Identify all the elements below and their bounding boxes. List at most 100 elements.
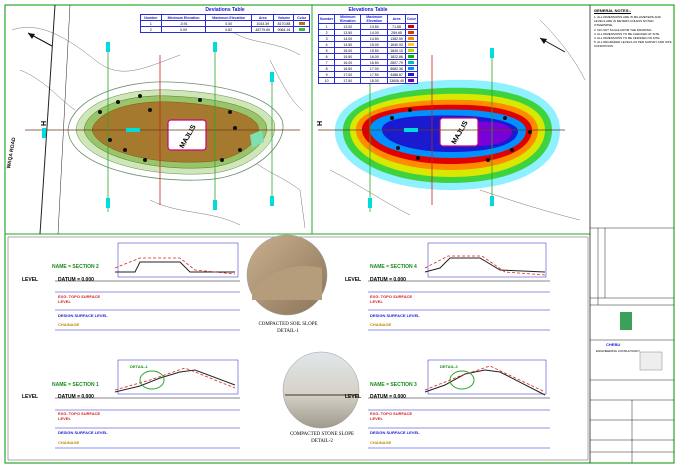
col-header: Color bbox=[404, 14, 419, 24]
row-label: CHAINAGE bbox=[58, 322, 80, 327]
detail-ref: DETAIL-2 bbox=[311, 439, 333, 444]
cell: 48779.69 bbox=[250, 26, 275, 33]
road-edge bbox=[39, 4, 56, 235]
row-label: DESIGN SURFACE LEVEL bbox=[58, 430, 108, 435]
detail-caption: COMPACTED STONE SLOPE bbox=[289, 432, 355, 437]
row-label: DESIGN SURFACE LEVEL bbox=[58, 313, 108, 318]
existing-profile bbox=[424, 255, 546, 276]
mark-h: H bbox=[41, 120, 49, 127]
datum-label: DATUM = 0.000 bbox=[370, 394, 406, 400]
existing-profile bbox=[114, 257, 236, 275]
terrain-line bbox=[149, 199, 241, 226]
design-profile bbox=[424, 369, 546, 396]
majlis-building bbox=[167, 119, 207, 151]
row-label: EXG. TOPO SURFACE LEVEL bbox=[58, 411, 101, 421]
section-cap bbox=[213, 200, 217, 210]
detail-ref: DETAIL-1 bbox=[130, 364, 148, 369]
tree-symbols bbox=[98, 94, 242, 162]
cell: 0.00 bbox=[160, 26, 207, 33]
north-arrow-head-icon bbox=[28, 33, 35, 39]
section-name: NAME = SECTION 1 bbox=[52, 382, 99, 388]
notes-list: 1. ALL DIMENSIONS ARE IN MILLIMETERS AND… bbox=[594, 15, 672, 49]
row-label: CHAINAGE bbox=[370, 322, 392, 327]
note-item: 2. DO NOT SCALE FROM THE DRAWING. bbox=[594, 27, 653, 32]
detail-callout bbox=[449, 370, 475, 390]
col-header: Number bbox=[317, 14, 336, 24]
deviations-table: Number Minimum Elevation Maximum Elevati… bbox=[140, 14, 310, 33]
datum-label: DATUM = 0.000 bbox=[58, 394, 94, 400]
section-cap bbox=[270, 72, 274, 82]
datum-label: DATUM = 0.000 bbox=[58, 277, 94, 283]
cell: 10 bbox=[317, 77, 336, 84]
row-label: DESIGN SURFACE LEVEL bbox=[370, 430, 420, 435]
note-item: 1. ALL DIMENSIONS ARE IN MILLIMETERS AND… bbox=[594, 15, 661, 28]
col-header: Maximum Elevation bbox=[360, 14, 389, 24]
company-logo-secondary bbox=[639, 351, 663, 371]
terrain-line bbox=[539, 19, 586, 81]
row-label: EXG. TOPO SURFACE LEVEL bbox=[58, 294, 101, 304]
cell: 13606.49 bbox=[387, 77, 406, 84]
color-swatch bbox=[404, 77, 419, 84]
section-cap bbox=[490, 48, 494, 58]
note-item: 3. ALL DIMENSIONS TO BE CHECKED AT SITE. bbox=[594, 31, 661, 36]
road-edge bbox=[57, 4, 71, 235]
section-cap bbox=[106, 198, 110, 208]
section-3-profile bbox=[368, 359, 550, 449]
design-profile bbox=[115, 261, 235, 273]
section-cap bbox=[404, 128, 418, 132]
terrain-line bbox=[19, 69, 76, 111]
profile-frame bbox=[427, 242, 547, 278]
right-plan: MAJLIS bbox=[318, 19, 586, 221]
cell: 2 bbox=[140, 26, 162, 33]
cell: 9064.16 bbox=[273, 26, 295, 33]
detail-ref: DETAIL-2 bbox=[440, 364, 458, 369]
majlis-building bbox=[439, 117, 479, 147]
detail-caption: COMPACTED SOIL SLOPE bbox=[258, 322, 318, 327]
detail-ref: DETAIL-1 bbox=[277, 329, 299, 334]
section-name: NAME = SECTION 2 bbox=[52, 264, 99, 270]
terrain-line bbox=[269, 59, 303, 111]
section-4-profile bbox=[368, 242, 550, 331]
detail-callout bbox=[139, 370, 165, 390]
existing-profile bbox=[114, 367, 236, 391]
level-label: LEVEL bbox=[345, 394, 362, 400]
profile-frame bbox=[427, 359, 547, 395]
stone-slope-photo bbox=[282, 351, 360, 429]
section-1-profile bbox=[55, 359, 240, 449]
col-header: Area bbox=[387, 14, 406, 24]
company-logo bbox=[620, 312, 632, 330]
row-label: CHAINAGE bbox=[370, 440, 392, 445]
terrain-line bbox=[11, 27, 181, 72]
section-2-profile bbox=[55, 242, 240, 331]
company-name: CHEBU bbox=[606, 342, 621, 347]
table-row: 2 0.00 0.82 48779.69 9064.16 bbox=[140, 26, 310, 33]
datum-label: DATUM = 0.000 bbox=[370, 277, 406, 283]
section-cap bbox=[368, 198, 372, 208]
profile-frame bbox=[117, 242, 239, 278]
mark-h: H bbox=[317, 120, 325, 127]
row-label: DESIGN SURFACE LEVEL bbox=[370, 313, 420, 318]
color-swatch bbox=[293, 26, 310, 33]
cell: 18.00 bbox=[360, 77, 389, 84]
level-label: LEVEL bbox=[22, 277, 39, 283]
company-subtitle: ENGINEERING CONSULTANCY bbox=[596, 349, 641, 353]
section-cap bbox=[126, 128, 140, 132]
section-name: NAME = SECTION 4 bbox=[370, 264, 417, 270]
cell: 17.50 bbox=[334, 77, 362, 84]
profile-frame bbox=[117, 359, 239, 395]
tree-symbols bbox=[390, 108, 532, 162]
cell: 0.82 bbox=[205, 26, 252, 33]
left-plan: MAJLIS bbox=[11, 4, 306, 235]
note-item: 5. ALL REGRADED LEVELS AS PER SURVEY AND… bbox=[594, 40, 672, 49]
terrain-line bbox=[229, 29, 301, 56]
section-cap bbox=[490, 196, 494, 206]
col-header: Minimum Elevation bbox=[334, 14, 362, 24]
design-profile bbox=[114, 369, 236, 393]
terrain-line bbox=[479, 189, 581, 221]
